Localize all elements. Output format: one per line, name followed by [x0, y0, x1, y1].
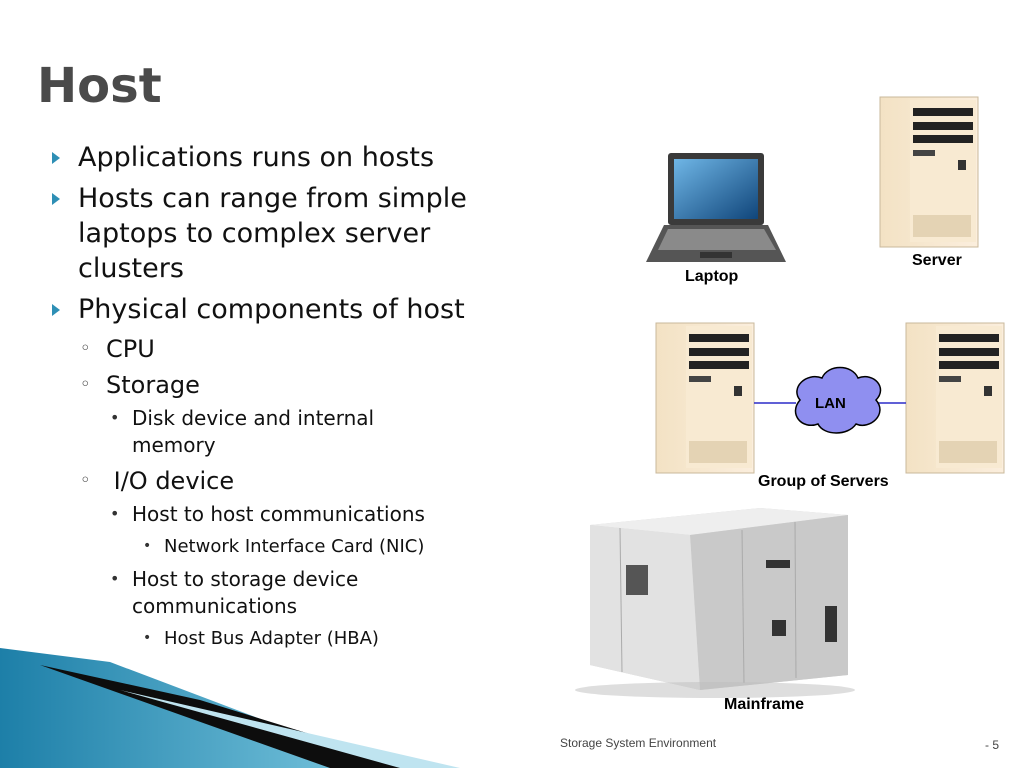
server-group-icon — [655, 322, 1005, 474]
sub-sub-bullet-disk: • Disk device and internal memory — [48, 405, 452, 459]
lan-caption: LAN — [815, 395, 846, 412]
bullet-list: Applications runs on hosts Hosts can ran… — [48, 140, 508, 658]
ring-bullet-icon: ◦ — [80, 338, 91, 359]
level4-bullet-nic: • Network Interface Card (NIC) — [48, 534, 508, 560]
sub-bullet-storage: ◦ Storage — [48, 369, 508, 401]
server-icon — [879, 96, 979, 248]
page-number: - 5 — [985, 738, 1000, 752]
corner-wave-decoration — [0, 648, 460, 768]
storage-label: Storage — [106, 371, 200, 399]
ring-bullet-icon: ◦ — [80, 374, 91, 395]
sub-sub-bullet-h2h: • Host to host communications — [48, 501, 452, 528]
bullet-hosts-range: Hosts can range from simple laptops to c… — [48, 181, 498, 286]
level4-bullet-hba: • Host Bus Adapter (HBA) — [48, 626, 508, 652]
bullet-applications: Applications runs on hosts — [48, 140, 508, 175]
bullet-physical-components: Physical components of host — [48, 292, 508, 327]
bullet-hosts-range-text: Hosts can range from simple laptops to c… — [78, 183, 467, 284]
cpu-label: CPU — [106, 335, 155, 363]
dot-bullet-icon: • — [110, 569, 120, 588]
laptop-icon — [646, 153, 786, 262]
dot-bullet-icon: • — [143, 630, 152, 646]
laptop-caption: Laptop — [685, 268, 739, 285]
h2s-label: Host to storage device communications — [132, 567, 359, 618]
dot-bullet-icon: • — [110, 504, 120, 523]
sub-bullet-cpu: ◦ CPU — [48, 333, 508, 365]
server-caption: Server — [912, 252, 962, 269]
dot-bullet-icon: • — [143, 538, 152, 554]
footer-title: Storage System Environment — [560, 736, 717, 750]
mainframe-caption: Mainframe — [724, 696, 805, 713]
slide-title: Host — [37, 58, 162, 114]
dot-bullet-icon: • — [110, 408, 120, 427]
sub-sub-bullet-h2s: • Host to storage device communications — [48, 566, 452, 620]
disk-label: Disk device and internal memory — [132, 406, 375, 457]
lan-cloud-icon — [794, 366, 882, 434]
sub-bullet-io: ◦ I/O device — [48, 465, 508, 497]
mainframe-icon — [575, 508, 855, 698]
ring-bullet-icon: ◦ — [80, 470, 91, 491]
h2h-label: Host to host communications — [132, 502, 425, 526]
hba-label: Host Bus Adapter (HBA) — [164, 628, 379, 649]
group-of-servers-caption: Group of Servers — [758, 473, 889, 490]
nic-label: Network Interface Card (NIC) — [164, 536, 425, 557]
io-label: I/O device — [106, 467, 235, 495]
